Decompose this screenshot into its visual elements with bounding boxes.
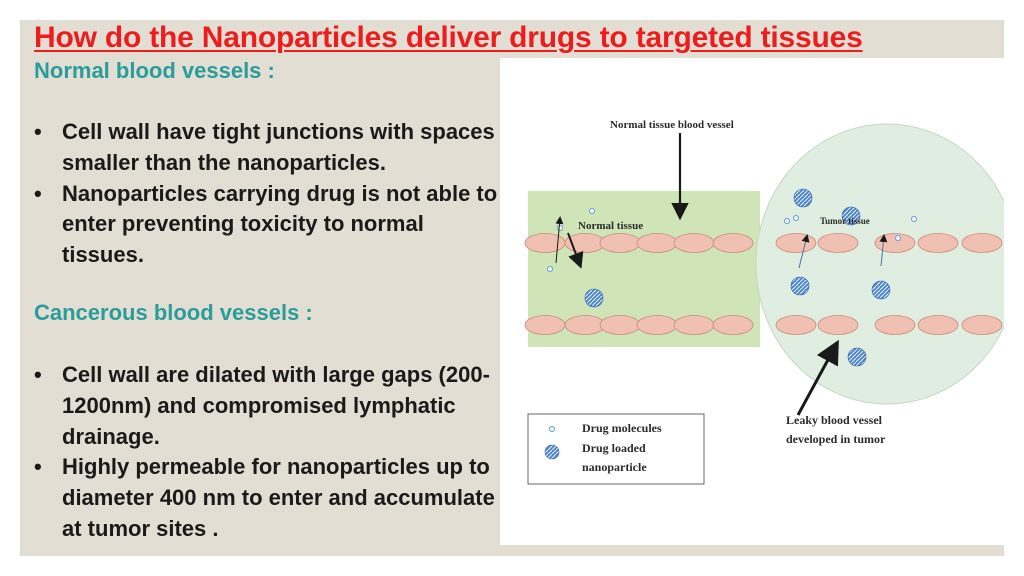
drug-molecule	[783, 217, 791, 225]
tumor-tissue-label: Tumor tissue	[820, 216, 870, 226]
tumor-entry-arrow	[798, 234, 810, 269]
endothelial-cell	[961, 233, 1003, 253]
normal-vessels-heading: Normal blood vessels :	[34, 58, 275, 83]
leaky-vessel-label-line1: Leaky blood vessel	[786, 413, 883, 427]
nanoparticle	[793, 188, 813, 208]
endothelial-cell	[961, 315, 1003, 335]
endothelial-cells-bottom	[524, 315, 1003, 335]
nanoparticle-legend-icon	[544, 444, 560, 460]
endothelial-cell	[524, 233, 566, 253]
drug-molecule	[588, 207, 596, 215]
normal-tissue-label: Normal tissue	[578, 220, 643, 232]
endothelial-cell	[817, 315, 859, 335]
normal-vessels-bullets: Cell wall have tight junctions with spac…	[34, 117, 504, 271]
drug-molecule	[792, 214, 800, 222]
endothelial-cell	[564, 315, 606, 335]
endothelial-cell	[599, 233, 641, 253]
legend-drug-loaded-line2: nanoparticle	[582, 460, 647, 474]
leaky-vessel-arrow	[796, 339, 839, 416]
nanoparticle	[790, 276, 810, 296]
figure-panel: Normal tissue blood vessel Normal tissue…	[500, 58, 1004, 545]
normal-vessel-label: Normal tissue blood vessel	[610, 119, 734, 131]
nanoparticle	[871, 280, 891, 300]
endothelial-cell	[817, 233, 859, 253]
blocked-entry-arrow	[567, 232, 584, 269]
drug-molecule	[894, 234, 902, 242]
endothelial-cell	[775, 315, 817, 335]
endothelial-cell	[636, 233, 678, 253]
bullet-item: Nanoparticles carrying drug is not able …	[34, 179, 504, 271]
endothelial-cell	[874, 233, 916, 253]
cancerous-vessels-heading: Cancerous blood vessels :	[34, 300, 313, 325]
legend-drug-molecules: Drug molecules	[582, 421, 662, 435]
nanoparticle-delivery-diagram: Normal tissue blood vessel Normal tissue…	[524, 119, 1004, 485]
bullet-item: Cell wall are dilated with large gaps (2…	[34, 360, 504, 452]
endothelial-cell	[524, 315, 566, 335]
nanoparticle	[847, 347, 867, 367]
tumor-tissue-region	[755, 123, 1004, 405]
drug-molecule	[556, 224, 564, 232]
tumor-entry-arrow	[879, 234, 888, 267]
endothelial-cell	[775, 233, 817, 253]
leaky-vessel-label-line2: developed in tumor	[786, 432, 886, 446]
nanoparticle	[841, 206, 861, 226]
slide-title: How do the Nanoparticles deliver drugs t…	[34, 21, 863, 54]
endothelial-cell	[712, 315, 754, 335]
endothelial-cell	[673, 233, 715, 253]
cancerous-vessels-bullets: Cell wall are dilated with large gaps (2…	[34, 360, 504, 545]
drug-molecule	[546, 265, 554, 273]
endothelial-cell	[712, 233, 754, 253]
nanoparticles	[584, 188, 891, 367]
bullet-item: Cell wall have tight junctions with spac…	[34, 117, 504, 179]
nanoparticle	[584, 288, 604, 308]
endothelial-cell	[917, 315, 959, 335]
legend-drug-loaded-line1: Drug loaded	[582, 441, 646, 455]
drug-molecule	[910, 215, 918, 223]
endothelial-cell	[599, 315, 641, 335]
endothelial-cell	[874, 315, 916, 335]
endothelial-cell	[636, 315, 678, 335]
endothelial-cell	[917, 233, 959, 253]
bullet-item: Highly permeable for nanoparticles up to…	[34, 452, 504, 544]
molecule-arrow	[555, 216, 564, 264]
endothelial-cell	[673, 315, 715, 335]
drug-molecule-legend-icon	[548, 425, 556, 433]
